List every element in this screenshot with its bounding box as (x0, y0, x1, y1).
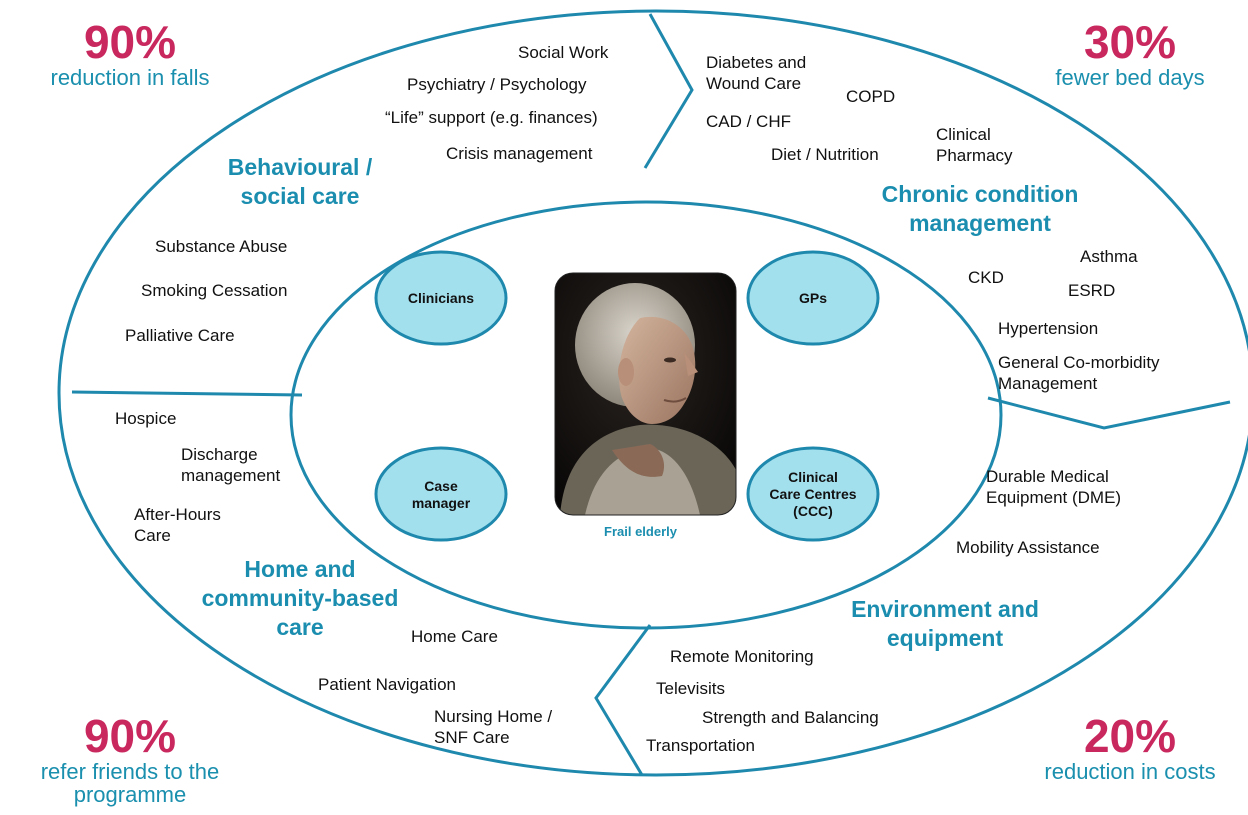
heading-environment-line2: equipment (886, 624, 1004, 651)
item-nursing-home-line2: SNF Care (434, 728, 510, 748)
stat-bed-days-value: 30% (1083, 16, 1177, 68)
item-after-hours: After-Hours Care (134, 504, 221, 547)
stat-referrals-value: 90% (83, 710, 177, 762)
item-remote-monitoring: Remote Monitoring (670, 647, 814, 666)
label-case-manager: Case manager (376, 478, 506, 512)
label-case-manager-line2: manager (411, 494, 471, 511)
frail-elderly-photo (555, 273, 736, 515)
divider-right (987, 396, 1231, 430)
label-case-manager-line1: Case (424, 478, 458, 494)
stat-falls: 90% reduction in falls (10, 16, 250, 91)
gps-oval (746, 250, 880, 346)
item-crisis-management: Crisis management (446, 144, 593, 163)
item-clinical-pharmacy: Clinical Pharmacy (936, 124, 1013, 167)
heading-behavioural-line1: Behavioural / (227, 154, 373, 180)
item-esrd: ESRD (1068, 281, 1116, 300)
item-diabetes-line1: Diabetes and (706, 53, 807, 72)
label-ccc: Clinical Care Centres (CCC) (748, 469, 878, 519)
item-comorbidity: General Co-morbidity Management (998, 352, 1160, 395)
stat-referrals-label-line2: programme (73, 782, 187, 808)
outer-ring (57, 9, 1248, 777)
item-discharge-line1: Discharge (181, 445, 258, 464)
item-clinical-pharmacy-line1: Clinical (936, 125, 991, 144)
label-gps: GPs (798, 290, 827, 306)
heading-chronic-line1: Chronic condition (881, 181, 1079, 207)
stat-falls-value: 90% (83, 16, 177, 68)
case-manager-oval (374, 446, 508, 542)
heading-behavioural-line2: social care (240, 182, 360, 209)
item-nursing-home-line1: Nursing Home / (434, 707, 553, 726)
item-hypertension: Hypertension (998, 319, 1099, 338)
item-discharge: Discharge management (181, 444, 280, 487)
item-asthma: Asthma (1080, 247, 1138, 266)
divider-top (643, 13, 694, 169)
item-palliative-care: Palliative Care (125, 326, 235, 345)
item-dme: Durable Medical Equipment (DME) (986, 466, 1121, 509)
divider-left (71, 390, 303, 397)
heading-home-line1: Home and (244, 556, 356, 582)
stat-falls-label: reduction in falls (50, 65, 210, 91)
clinicians-oval (374, 250, 508, 346)
ccc-oval (746, 446, 880, 542)
heading-home: Home and community-based care (150, 555, 450, 641)
item-dme-line1: Durable Medical (986, 467, 1109, 486)
item-life-support: “Life” support (e.g. finances) (385, 108, 598, 127)
label-ccc-line2: Care Centres (769, 485, 857, 502)
item-mobility-assistance: Mobility Assistance (956, 538, 1100, 557)
stat-costs: 20% reduction in costs (1010, 710, 1248, 785)
heading-environment-line1: Environment and (851, 596, 1039, 622)
label-ccc-line3: (CCC) (793, 502, 833, 519)
stat-costs-value: 20% (1083, 710, 1177, 762)
item-diabetes: Diabetes and Wound Care (706, 52, 806, 95)
item-patient-navigation: Patient Navigation (318, 675, 456, 694)
label-ccc-line1: Clinical (788, 469, 838, 485)
item-diet-nutrition: Diet / Nutrition (771, 145, 879, 164)
item-copd: COPD (846, 87, 896, 106)
item-after-hours-line2: Care (134, 526, 171, 546)
stat-bed-days-label: fewer bed days (1055, 65, 1205, 91)
stat-referrals-label-line1: refer friends to the (40, 759, 220, 785)
item-smoking-cessation: Smoking Cessation (141, 281, 288, 300)
item-social-work: Social Work (518, 43, 609, 62)
item-transportation: Transportation (646, 736, 755, 755)
label-clinicians: Clinicians (407, 290, 475, 306)
divider-bottom (594, 624, 652, 776)
heading-environment: Environment and equipment (820, 595, 1070, 653)
item-nursing-home: Nursing Home / SNF Care (434, 706, 552, 749)
heading-home-line3: care (276, 613, 324, 640)
item-clinical-pharmacy-line2: Pharmacy (936, 146, 1013, 166)
heading-home-line2: community-based (201, 584, 399, 611)
item-cad-chf: CAD / CHF (706, 112, 791, 131)
item-strength-balancing: Strength and Balancing (702, 708, 879, 727)
heading-chronic: Chronic condition management (860, 180, 1100, 238)
item-diabetes-line2: Wound Care (706, 74, 802, 94)
item-substance-abuse: Substance Abuse (155, 237, 288, 256)
item-discharge-line2: management (181, 466, 281, 486)
stat-referrals: 90% refer friends to the programme (5, 710, 255, 808)
stat-costs-label: reduction in costs (1044, 759, 1216, 785)
stat-bed-days: 30% fewer bed days (1010, 16, 1248, 91)
item-psychiatry: Psychiatry / Psychology (407, 75, 587, 94)
item-hospice: Hospice (115, 409, 177, 428)
item-dme-line2: Equipment (DME) (986, 488, 1122, 508)
item-after-hours-line1: After-Hours (134, 505, 221, 524)
item-comorbidity-line1: General Co-morbidity (998, 353, 1160, 372)
item-ckd: CKD (968, 268, 1004, 287)
heading-behavioural: Behavioural / social care (200, 153, 400, 211)
heading-chronic-line2: management (909, 209, 1051, 236)
item-televisits: Televisits (656, 679, 725, 698)
photo-caption: Frail elderly (604, 524, 677, 539)
item-home-care: Home Care (411, 627, 498, 646)
item-comorbidity-line2: Management (998, 374, 1098, 394)
